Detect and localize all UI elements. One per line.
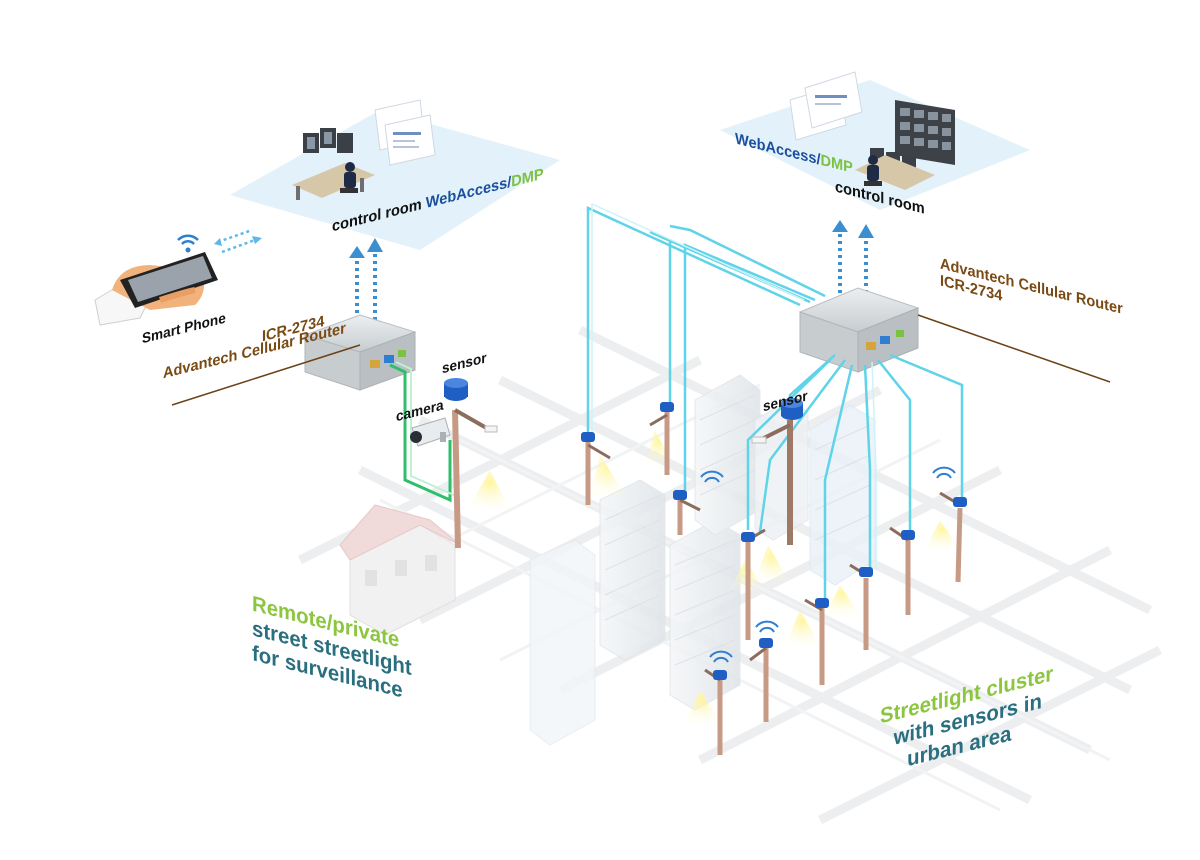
operator-icon [340,162,358,193]
document-icon [789,71,863,141]
camera-link [389,363,452,503]
sensor-icon [815,598,829,608]
streetlight-icon [704,668,727,755]
control-room-right [720,71,1030,210]
light-cones [470,430,960,722]
streetlight-icon [741,528,766,640]
streetlight-cluster [581,398,967,755]
sensor-icon [859,567,873,577]
house [339,504,461,636]
streetlight-icon [889,526,915,615]
streetlight-icon [849,563,873,650]
sensor-links [586,206,964,600]
streetlight-icon [581,432,611,505]
streetlight-icon [751,420,793,545]
router-icon [798,287,920,373]
streetlight-icon [804,598,829,685]
sensor-icon [673,490,687,500]
sensor-icon [581,432,595,442]
phone-link-arrows [217,228,256,254]
smartphone-icon [94,252,218,326]
camera-icon [410,417,451,447]
sensor-icon [660,402,674,412]
sensor-icon [759,638,773,648]
sensor-icon [781,398,803,420]
wifi-icon [700,466,956,663]
wifi-icon [177,234,199,253]
document-icon [374,99,436,166]
streetlight-icon [749,638,773,722]
sensor-icon [901,530,915,540]
uplink-arrows [355,232,868,320]
uplink-arrowheads [349,220,874,258]
streetlight-icon [452,408,498,549]
sensor-icon [713,670,727,680]
sensor-icon [741,532,755,542]
control-room-left [230,99,560,250]
sensor-icon [444,378,468,401]
operator-icon [864,155,882,186]
buildings [529,374,876,746]
streetlight-icon [673,490,701,535]
streetlight-icon [939,491,967,583]
sensor-icon [953,497,967,507]
streetlight-icon [649,402,674,475]
monitor-icon [303,128,353,153]
router-leader-lines [171,314,1111,406]
